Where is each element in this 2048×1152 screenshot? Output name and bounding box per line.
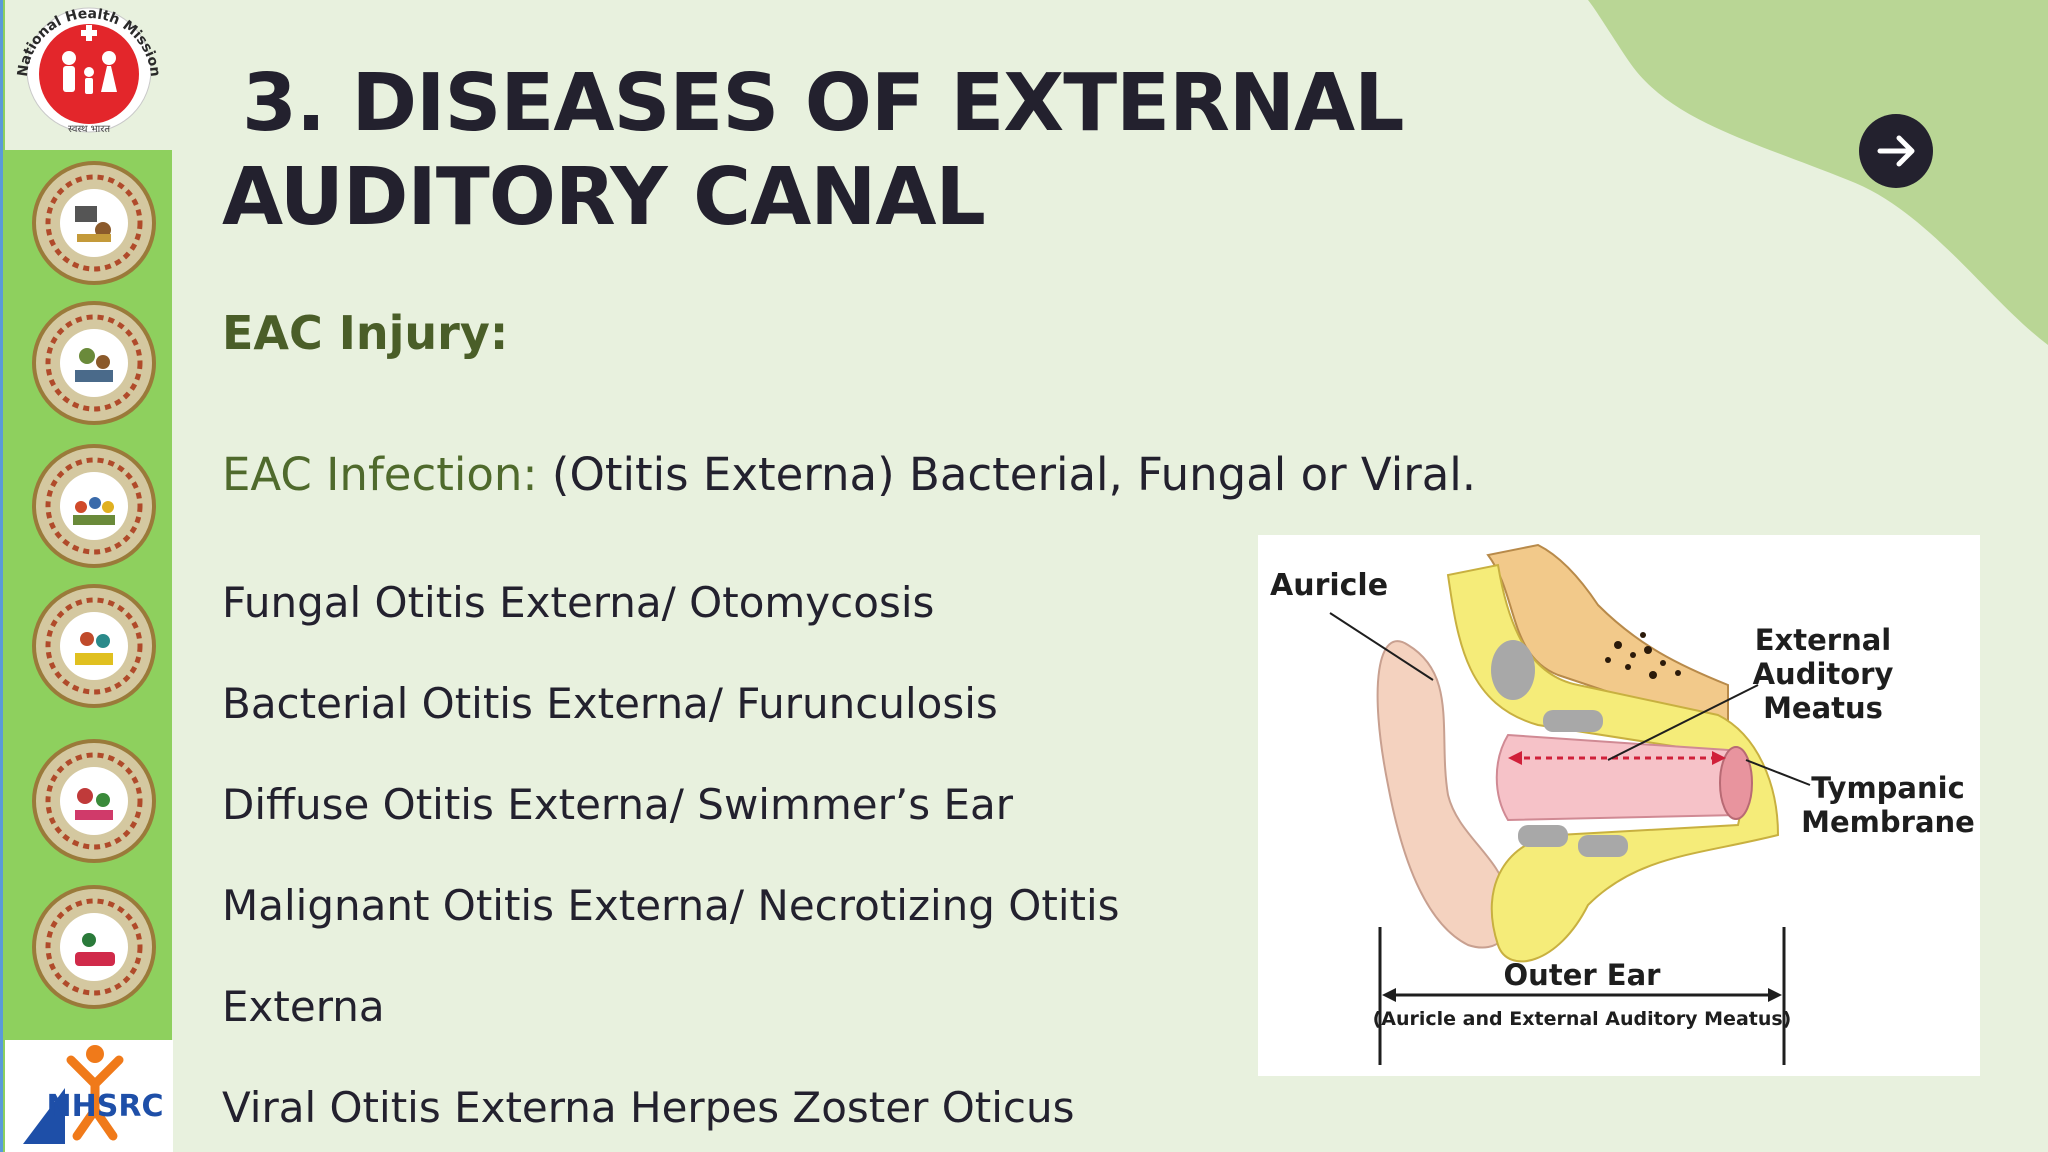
eac-infection-label: EAC Infection: bbox=[222, 448, 538, 501]
air-cell bbox=[1578, 835, 1628, 857]
tm-leader bbox=[1745, 759, 1811, 786]
arrow-right-small-icon bbox=[1712, 751, 1726, 765]
list-item: Bacterial Otitis Externa/ Furunculosis bbox=[222, 679, 998, 728]
arrow-right-icon bbox=[1877, 135, 1915, 167]
ear-anatomy-diagram: Auricle External Auditory Meatus Tympani… bbox=[1258, 535, 1980, 1076]
eam-leader bbox=[1607, 684, 1759, 761]
slide-title: 3. DISEASES OF EXTERNAL AUDITORY CANAL bbox=[222, 56, 1422, 244]
eam-label-2: Auditory bbox=[1753, 657, 1894, 691]
program-seal-6 bbox=[31, 884, 157, 1010]
auricle-label: Auricle bbox=[1270, 568, 1388, 603]
program-seal-2 bbox=[31, 300, 157, 426]
list-item: Fungal Otitis Externa/ Otomycosis bbox=[222, 578, 935, 627]
program-seal-4 bbox=[31, 583, 157, 709]
eac-infection-line: EAC Infection: (Otitis Externa) Bacteria… bbox=[222, 448, 1476, 501]
next-slide-button[interactable] bbox=[1859, 114, 1933, 188]
eac-injury-heading: EAC Injury: bbox=[222, 306, 509, 360]
ear-canal bbox=[1495, 733, 1748, 822]
outer-ear-label: Outer Ear bbox=[1504, 958, 1662, 992]
air-cell bbox=[1491, 640, 1535, 700]
decorative-blob bbox=[1588, 0, 2048, 345]
program-seal-5 bbox=[31, 738, 157, 864]
list-item: Viral Otitis Externa Herpes Zoster Oticu… bbox=[222, 1083, 1075, 1132]
tm-label-2: Membrane bbox=[1801, 805, 1975, 839]
auricle-leader bbox=[1329, 612, 1434, 681]
nhm-logo: स्वस्थ भारत National Health Mission bbox=[5, 0, 173, 150]
bone-texture bbox=[1605, 632, 1681, 679]
air-cell bbox=[1543, 710, 1603, 732]
auricle-shape bbox=[1376, 640, 1512, 949]
list-item: Malignant Otitis Externa/ Necrotizing Ot… bbox=[222, 881, 1120, 930]
list-item: Diffuse Otitis Externa/ Swimmer’s Ear bbox=[222, 780, 1014, 829]
slide-title-line-1: 3. DISEASES OF EXTERNAL bbox=[242, 57, 1405, 149]
arrow-left-icon bbox=[1508, 751, 1522, 765]
eam-label-1: External bbox=[1755, 623, 1892, 657]
nhm-tagline: स्वस्थ भारत bbox=[68, 124, 110, 135]
bracket-arrow-right-icon bbox=[1768, 988, 1782, 1002]
nhsrc-logo: NHSRC bbox=[5, 1040, 173, 1152]
list-item: Externa bbox=[222, 982, 385, 1031]
program-seal-3 bbox=[31, 443, 157, 569]
sidebar: स्वस्थ भारत National Health Mission bbox=[0, 0, 173, 1152]
slide-title-line-2: AUDITORY CANAL bbox=[222, 151, 986, 243]
nhsrc-logo-text: NHSRC bbox=[47, 1089, 164, 1124]
program-seal-1 bbox=[31, 160, 157, 286]
air-cell bbox=[1518, 825, 1568, 847]
bracket-arrow-left-icon bbox=[1382, 988, 1396, 1002]
eac-infection-text: (Otitis Externa) Bacterial, Fungal or Vi… bbox=[537, 448, 1477, 501]
tm-label-1: Tympanic bbox=[1811, 771, 1965, 805]
outer-ear-sublabel: (Auricle and External Auditory Meatus) bbox=[1373, 1008, 1792, 1030]
eam-label-3: Meatus bbox=[1763, 691, 1883, 725]
tympanic-membrane-shape bbox=[1719, 746, 1753, 820]
